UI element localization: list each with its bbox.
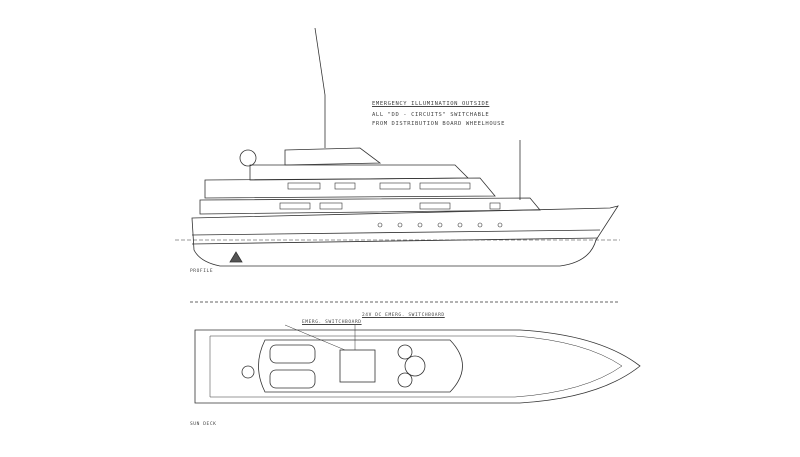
window [419, 202, 451, 210]
hull-line [191, 237, 599, 245]
bridge-deck [249, 164, 469, 181]
porthole [377, 222, 383, 228]
leader-line [284, 324, 346, 351]
porthole [417, 222, 423, 228]
windows [279, 182, 501, 210]
antenna [314, 27, 326, 96]
radome [239, 149, 257, 167]
seat [397, 344, 413, 360]
tender [269, 369, 316, 389]
hull-line [191, 229, 601, 236]
porthole [397, 222, 403, 228]
deck-superstructure [258, 339, 463, 393]
hull-outline [191, 205, 619, 267]
upper-deck [204, 177, 496, 199]
switchboard-area [339, 349, 376, 383]
window [319, 202, 343, 210]
window [489, 202, 501, 210]
deck-inner-outline [209, 335, 623, 398]
rudder [229, 251, 243, 263]
window [287, 182, 321, 190]
dc-emerg-switchboard-label: 24V DC EMERG. SWITCHBOARD [362, 313, 445, 318]
jacuzzi [404, 355, 426, 377]
emerg-switchboard-label: EMERG. SWITCHBOARD [302, 320, 362, 325]
porthole [437, 222, 443, 228]
portholes [377, 222, 503, 228]
note-line-3: FROM DISTRIBUTION BOARD WHEELHOUSE [372, 121, 505, 127]
note-line-1: EMERGENCY ILLUMINATION OUTSIDE [372, 101, 490, 107]
window [334, 182, 356, 190]
deck-hatch [241, 365, 255, 379]
window [379, 182, 411, 190]
porthole [477, 222, 483, 228]
seat [397, 372, 413, 388]
sun-deck-label: SUN DECK [190, 422, 217, 427]
tender [269, 344, 316, 364]
profile-label: PROFILE [190, 269, 214, 274]
sun-deck-plan [194, 324, 641, 404]
window [419, 182, 471, 190]
window [279, 202, 311, 210]
porthole [457, 222, 463, 228]
profile-view [175, 27, 620, 267]
porthole [497, 222, 503, 228]
main-deck [199, 197, 541, 215]
sun-deck-top [284, 147, 382, 166]
deck-outline [194, 329, 641, 404]
note-line-2: ALL "DD - CIRCUITS" SWITCHABLE [372, 112, 490, 118]
